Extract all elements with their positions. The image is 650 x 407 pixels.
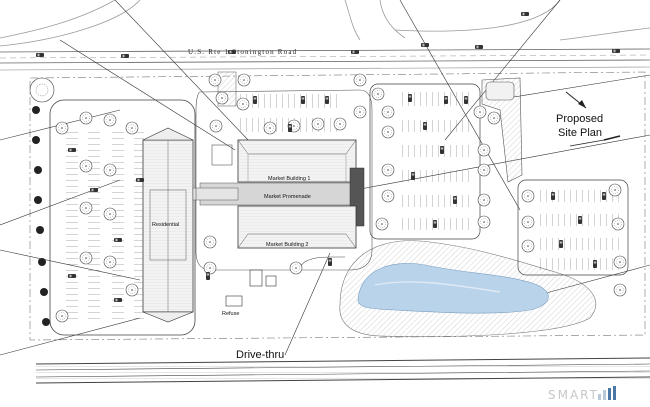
north-arrow-icon	[565, 91, 621, 147]
entry-court	[211, 144, 233, 166]
residential-building	[142, 127, 194, 323]
us-route-1-road	[0, 48, 650, 71]
refuse-label: Refuse	[222, 311, 239, 317]
market-building-1	[237, 139, 357, 183]
loading-dock	[485, 81, 515, 101]
market-building-2	[237, 205, 357, 249]
title-line-1: Proposed	[556, 113, 603, 125]
title-line-2: Site Plan	[558, 127, 602, 139]
retention-pond	[339, 240, 596, 337]
service-area	[481, 77, 523, 183]
property-line	[29, 71, 646, 341]
market-building-1-label: Market Building 1	[268, 176, 311, 182]
smart-logo: SMART	[548, 386, 616, 402]
watermark-text: SMART	[548, 388, 599, 402]
market-building-2-label: Market Building 2	[266, 242, 309, 248]
internal-drive-loop	[195, 89, 373, 271]
drive-thru-label: Drive-thru	[236, 349, 284, 361]
east-parking-lots	[369, 83, 629, 276]
existing-road-curves	[0, 0, 650, 47]
market-promenade-label: Market Promenade	[264, 194, 311, 200]
west-parking-lot	[49, 99, 196, 336]
road-label: U.S. Rte 1 Stonington Road	[188, 48, 297, 56]
refuse-area	[225, 269, 277, 307]
west-plaza-connector	[192, 187, 239, 201]
railway-tracks	[35, 357, 650, 384]
west-tree-line	[29, 77, 55, 326]
residential-label: Residential	[152, 222, 179, 228]
